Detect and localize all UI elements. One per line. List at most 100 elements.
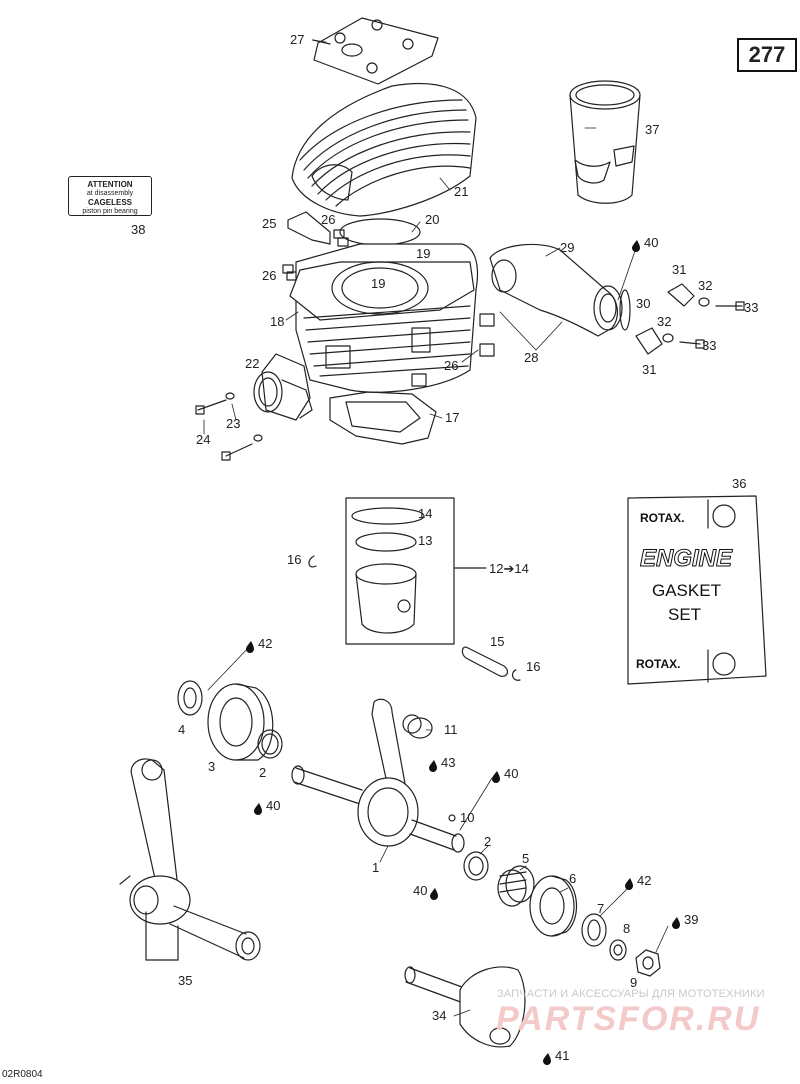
attention-line1: ATTENTION bbox=[87, 180, 133, 189]
callout-32b: 32 bbox=[657, 314, 671, 329]
callout-12-14: 12➔14 bbox=[489, 561, 529, 576]
callout-35: 35 bbox=[178, 973, 192, 988]
diagram-reference: 02R0804 bbox=[2, 1069, 43, 1080]
callout-39: 39 bbox=[684, 912, 698, 927]
callout-5: 5 bbox=[522, 851, 529, 866]
part-11-bearing bbox=[407, 717, 433, 739]
callout-16b: 16 bbox=[526, 659, 540, 674]
part-6-bearing bbox=[529, 875, 577, 937]
part-8-washer bbox=[609, 939, 627, 961]
callout-20: 20 bbox=[425, 212, 439, 227]
callout-8: 8 bbox=[623, 921, 630, 936]
callout-21: 21 bbox=[454, 184, 468, 199]
page-number-badge: 277 bbox=[737, 38, 797, 72]
callout-26a: 26 bbox=[321, 212, 335, 227]
part-15-piston-pin bbox=[461, 646, 509, 677]
part-16-circlip-b bbox=[511, 669, 521, 681]
watermark-caption: ЗАПЧАСТИ И АКСЕССУАРЫ ДЛЯ МОТОТЕХНИКИ bbox=[497, 988, 765, 1000]
part-27-head-gasket bbox=[312, 17, 439, 85]
callout-40a: 40 bbox=[644, 235, 658, 250]
part-33-bolts bbox=[679, 301, 745, 349]
part-32-washers bbox=[662, 297, 710, 343]
callout-40c: 40 bbox=[266, 798, 280, 813]
part-36-gasket-set bbox=[627, 495, 767, 685]
gasket-brand-bottom: ROTAX. bbox=[636, 657, 680, 671]
callout-36: 36 bbox=[732, 476, 746, 491]
part-34-crank-half bbox=[404, 966, 526, 1048]
callout-41: 41 bbox=[555, 1048, 569, 1063]
callout-43: 43 bbox=[441, 755, 455, 770]
part-26-clip-b bbox=[282, 264, 298, 281]
callout-27: 27 bbox=[290, 32, 304, 47]
oil-drop-icon bbox=[254, 803, 262, 815]
callout-26b: 26 bbox=[262, 268, 276, 283]
part-20-o-ring bbox=[339, 218, 421, 246]
callout-labels: 27 37 21 38 25 26 20 19 29 40 26 19 31 3… bbox=[131, 32, 758, 1063]
callout-30: 30 bbox=[636, 296, 650, 311]
callout-10: 10 bbox=[460, 810, 474, 825]
callout-31b: 31 bbox=[642, 362, 656, 377]
part-3-bearing bbox=[207, 683, 274, 761]
callout-37: 37 bbox=[645, 122, 659, 137]
watermark-logo: PARTSFOR.RU bbox=[496, 1000, 761, 1038]
part-16-circlip-a bbox=[308, 555, 317, 568]
callout-28: 28 bbox=[524, 350, 538, 365]
callout-38: 38 bbox=[131, 222, 145, 237]
part-26-clip-a bbox=[333, 229, 349, 247]
callout-33b: 33 bbox=[702, 338, 716, 353]
part-17-base-gasket bbox=[329, 391, 437, 445]
part-18-cylinder bbox=[289, 243, 479, 393]
part-22-intake-flange bbox=[253, 353, 313, 421]
part-35-connecting-rod-assembly bbox=[119, 758, 261, 961]
part-21-cylinder-head bbox=[291, 82, 477, 217]
oil-drop-icon bbox=[625, 878, 633, 890]
oil-drop-icon bbox=[492, 771, 500, 783]
part-1-crankshaft bbox=[291, 698, 465, 853]
callout-31a: 31 bbox=[672, 262, 686, 277]
callout-32a: 32 bbox=[698, 278, 712, 293]
oil-drop-icon bbox=[632, 240, 640, 252]
callout-2a: 2 bbox=[259, 765, 266, 780]
part-24-bolts bbox=[195, 399, 253, 461]
callout-16a: 16 bbox=[287, 552, 301, 567]
part-13-ring bbox=[355, 532, 417, 552]
oil-drop-icon bbox=[543, 1053, 551, 1065]
part-4-seal bbox=[177, 680, 203, 716]
part-31-bracket-b bbox=[635, 327, 663, 355]
callout-33a: 33 bbox=[744, 300, 758, 315]
callout-14: 14 bbox=[418, 506, 432, 521]
callout-9: 9 bbox=[630, 975, 637, 990]
piston-kit-frame bbox=[345, 497, 487, 645]
leader-lines bbox=[203, 39, 669, 1017]
gasket-title-engine: ENGINE bbox=[640, 545, 733, 572]
callout-42a: 42 bbox=[258, 636, 272, 651]
callout-29: 29 bbox=[560, 240, 574, 255]
oil-drop-icons bbox=[246, 240, 680, 1065]
callout-23: 23 bbox=[226, 416, 240, 431]
callout-19a: 19 bbox=[416, 246, 430, 261]
callout-40b: 40 bbox=[504, 766, 518, 781]
oil-drop-icon bbox=[246, 641, 254, 653]
callout-15: 15 bbox=[490, 634, 504, 649]
callout-6: 6 bbox=[569, 871, 576, 886]
part-37-cylinder-sleeve bbox=[569, 80, 641, 204]
attention-line3: CAGELESS bbox=[87, 198, 132, 207]
part-9-nut bbox=[635, 949, 661, 977]
attention-label: ATTENTION at disassembly CAGELESS piston… bbox=[68, 176, 152, 216]
callout-26c: 26 bbox=[444, 358, 458, 373]
callout-18: 18 bbox=[270, 314, 284, 329]
part-5-needle-bearing bbox=[497, 865, 535, 907]
callout-19b: 19 bbox=[371, 276, 385, 291]
attention-line2: at disassembly bbox=[86, 190, 134, 197]
callout-17: 17 bbox=[445, 410, 459, 425]
attention-line4: piston pin bearing bbox=[82, 208, 138, 215]
callout-4: 4 bbox=[178, 722, 185, 737]
part-10-key bbox=[448, 814, 456, 822]
callout-40d: 40 bbox=[413, 883, 427, 898]
callout-25: 25 bbox=[262, 216, 276, 231]
part-piston bbox=[355, 563, 417, 634]
gasket-title-set: SET bbox=[668, 605, 701, 624]
part-26-clips-right bbox=[411, 313, 495, 387]
part-14-ring bbox=[351, 507, 425, 525]
part-30-flange-ring bbox=[619, 289, 631, 331]
